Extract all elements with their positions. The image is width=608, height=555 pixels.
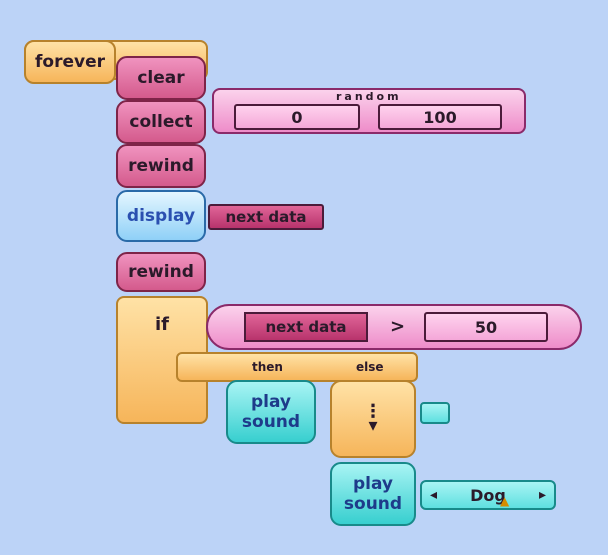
clear-block[interactable]: clear	[116, 56, 206, 100]
rewind-block-1[interactable]: rewind	[116, 144, 206, 188]
then-label: then	[252, 360, 283, 374]
arrow-down-icon: ⋮▾	[364, 401, 382, 436]
play-sound-block-1[interactable]: play sound	[226, 380, 316, 444]
else-empty-slot[interactable]	[420, 402, 450, 424]
display-block[interactable]: display	[116, 190, 206, 242]
chevron-left-icon[interactable]: ◂	[430, 487, 438, 503]
sound-name: Dog	[470, 485, 506, 505]
sound-selector[interactable]: ◂ Dog ▸ ▲	[420, 480, 556, 510]
if-label: if	[154, 314, 169, 335]
collect-block[interactable]: collect	[116, 100, 206, 144]
random-max-slot[interactable]: 100	[378, 104, 502, 130]
forever-label: forever	[24, 40, 116, 84]
random-label: random	[336, 90, 402, 103]
display-arg-slot[interactable]: next data	[208, 204, 324, 230]
condition-operator: >	[390, 316, 406, 337]
play-sound-block-2[interactable]: play sound	[330, 462, 416, 526]
rewind-block-2[interactable]: rewind	[116, 252, 206, 292]
chevron-right-icon[interactable]: ▸	[538, 487, 546, 503]
else-label: else	[356, 360, 384, 374]
condition-left-slot[interactable]: next data	[244, 312, 368, 342]
else-slot[interactable]: ⋮▾	[330, 380, 416, 458]
slider-handle-icon[interactable]: ▲	[500, 494, 510, 508]
condition-right-slot[interactable]: 50	[424, 312, 548, 342]
random-min-slot[interactable]: 0	[234, 104, 360, 130]
